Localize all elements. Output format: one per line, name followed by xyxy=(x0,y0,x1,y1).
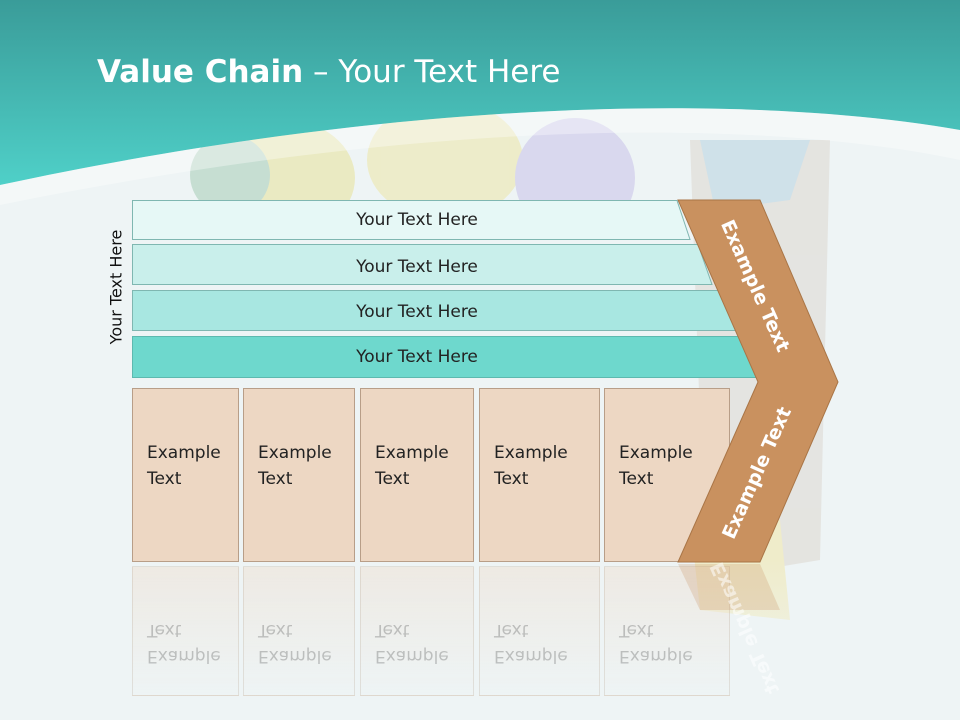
box-5-text: Example Text xyxy=(619,443,693,489)
bar-2-label: Your Text Here xyxy=(356,257,478,277)
title-rest: – Your Text Here xyxy=(303,54,561,90)
box-3: Example Text xyxy=(360,388,474,562)
bar-1-shape xyxy=(132,200,691,240)
title-bold: Value Chain xyxy=(97,54,304,90)
bar-1-label: Your Text Here xyxy=(356,210,478,230)
box-4: Example Text xyxy=(479,388,600,562)
box-4-reflection-text: Example Text xyxy=(494,620,568,666)
box-1-reflection: Example Text xyxy=(132,566,239,696)
box-2-reflection: Example Text xyxy=(243,566,355,696)
bar-4-label: Your Text Here xyxy=(356,347,478,367)
box-1: Example Text xyxy=(132,388,239,562)
box-4-reflection: Example Text xyxy=(479,566,600,696)
box-2-text: Example Text xyxy=(258,443,332,489)
box-3-reflection-text: Example Text xyxy=(375,620,449,666)
bar-2-shape xyxy=(132,244,713,285)
bar-3-label: Your Text Here xyxy=(356,302,478,322)
box-5-reflection: Example Text xyxy=(604,566,730,696)
box-3-text: Example Text xyxy=(375,443,449,489)
box-2-reflection-text: Example Text xyxy=(258,620,332,666)
box-1-text: Example Text xyxy=(147,443,221,489)
chevron-arrow xyxy=(677,199,839,610)
box-1-reflection-text: Example Text xyxy=(147,620,221,666)
side-label: Your Text Here xyxy=(106,229,126,345)
box-4-text: Example Text xyxy=(494,443,568,489)
box-2: Example Text xyxy=(243,388,355,562)
box-3-reflection: Example Text xyxy=(360,566,474,696)
slide-title: Value Chain – Your Text Here xyxy=(97,54,560,90)
